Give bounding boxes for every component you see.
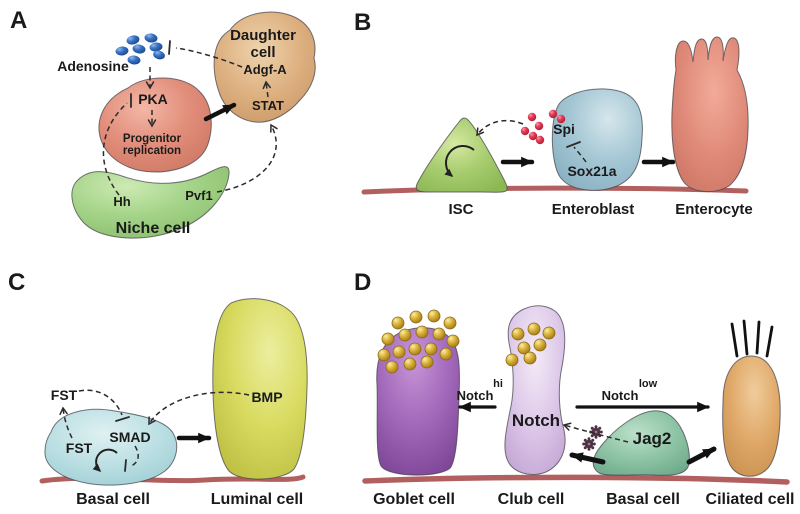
enteroblast-cell-shape (551, 88, 643, 191)
notch-low-superscript: low (639, 378, 658, 390)
panel-c-letter: C (8, 269, 25, 296)
luminal-cell-label: Luminal cell (211, 491, 303, 508)
basal-cell-label: Basal cell (76, 491, 150, 508)
panel-d-letter: D (354, 269, 371, 296)
adgf-to-adenosine-line (175, 47, 243, 68)
smad-label: SMAD (109, 429, 150, 445)
basement-membrane (362, 474, 790, 485)
enterocyte-cell-shape (671, 36, 749, 193)
notch-receptor-label: Notch (512, 411, 560, 430)
spi-ligand-molecules-icon (520, 109, 566, 145)
smad-to-selfrenewal-line (130, 445, 139, 467)
bmp-to-smad-arrow (148, 391, 250, 426)
enteroblast-label: Enteroblast (552, 201, 635, 218)
smad-selfrenewal-inhibition-tbar (124, 459, 127, 472)
isc-label: ISC (448, 201, 473, 218)
adgf-adenosine-inhibition-tbar (168, 40, 171, 55)
notch-hi-superscript: hi (493, 378, 503, 390)
ciliated-cell-label: Ciliated cell (706, 491, 795, 508)
progenitor-replication-label-line1: Progenitor (123, 133, 182, 145)
club-secretory-vesicles-icon (505, 322, 556, 367)
spi-to-isc-arrow (476, 119, 524, 137)
panel-d-airway-lineage: D (354, 269, 795, 508)
basal-cell-shape (44, 408, 178, 486)
sox21a-spi-inhibition-tbar (566, 141, 581, 148)
spi-label: Spi (553, 121, 575, 137)
self-renewal-arrow-icon (444, 145, 475, 177)
pka-label: PKA (138, 91, 168, 107)
goblet-cell-label: Goblet cell (373, 491, 455, 508)
fst-to-smad-line (78, 389, 123, 416)
panel-a-letter: A (10, 7, 27, 34)
fst-intracellular-label: FST (66, 440, 93, 456)
basal-to-club-arrow (569, 452, 606, 465)
fst-secreted-label: FST (51, 387, 78, 403)
sox21a-to-spi-line (573, 146, 587, 163)
niche-cell-label: Niche cell (116, 220, 191, 237)
sox21a-label: Sox21a (567, 163, 616, 179)
pvf1-label: Pvf1 (185, 188, 212, 203)
isc-cell-shape (415, 117, 508, 193)
adgf-a-label: Adgf-A (243, 62, 287, 77)
progenitor-replication-label-line2: replication (123, 145, 181, 157)
panel-b-letter: B (354, 9, 371, 36)
adenosine-molecules-icon (115, 33, 165, 65)
panel-b-intestinal-lineage: B Spi Sox21a ISC Enteroblast Enterocyte (354, 9, 753, 218)
basal-cell-label: Basal cell (606, 491, 680, 508)
jag2-to-notch-arrow (562, 422, 629, 443)
jag2-label: Jag2 (633, 429, 672, 448)
panel-a-drosophila-niche: A Adenosine Daughter cell Adgf-A STAT PK… (10, 7, 316, 239)
daughter-cell-shape (213, 11, 316, 123)
club-cell-label: Club cell (498, 491, 565, 508)
niche-cell-shape (71, 166, 230, 239)
hh-to-pka-line (102, 102, 128, 196)
adenosine-label: Adenosine (57, 58, 129, 74)
stat-to-adgf-arrow (262, 80, 272, 98)
ciliated-cell-shape (722, 355, 781, 477)
basal-cell-shape (592, 410, 690, 476)
enterocyte-label: Enterocyte (675, 201, 753, 218)
self-renewal-arrow-icon (92, 448, 118, 473)
progenitor-to-daughter-arrow (203, 102, 237, 122)
panel-c-mammary-lineage: C FST FST SMAD BMP Basal cell Luminal ce… (8, 269, 308, 508)
daughter-cell-label-line2: cell (250, 44, 275, 61)
cilia-icon (730, 319, 774, 358)
basal-to-ciliated-arrow (686, 446, 717, 465)
bmp-label: BMP (251, 389, 282, 405)
stat-label: STAT (252, 98, 284, 113)
fst-secretion-arrow (59, 406, 73, 439)
goblet-secretory-vesicles-icon (377, 309, 460, 374)
fst-smad-inhibition-tbar (115, 416, 130, 422)
notch-hi-word-label: Notch (457, 388, 494, 403)
hh-label: Hh (113, 194, 130, 209)
notch-low-word-label: Notch (602, 388, 639, 403)
daughter-cell-label-line1: Daughter (230, 27, 296, 44)
